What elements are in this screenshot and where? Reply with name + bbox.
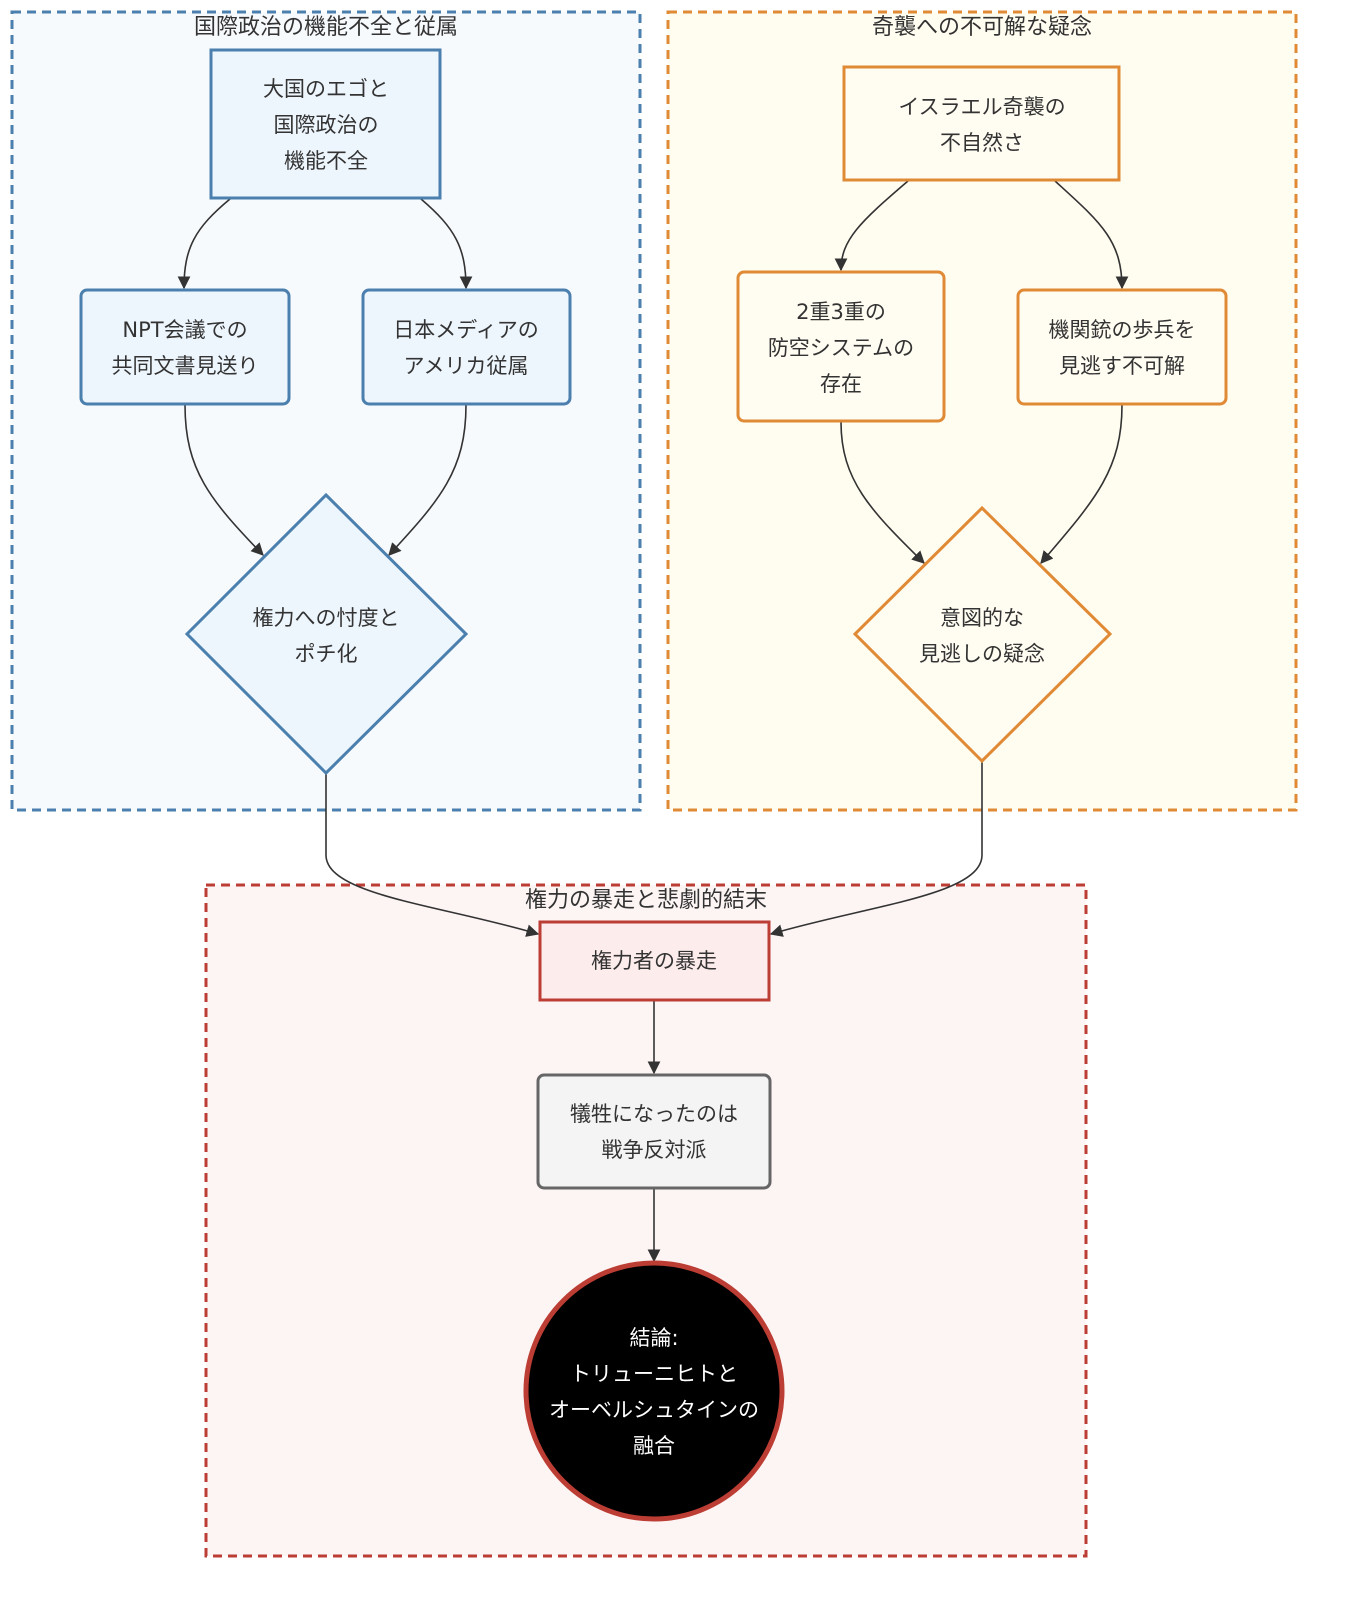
node-k-line: 結論: (629, 1326, 679, 1350)
node-i-line: 権力者の暴走 (591, 949, 717, 973)
node-d-label: 権力への忖度と ポチ化 (253, 600, 400, 672)
node-k-label: 結論: トリューニヒトと オーベルシュタインの 融合 (549, 1320, 759, 1464)
node-f-line: 防空システムの (767, 336, 915, 360)
node-g-line: 見逃す不可解 (1059, 354, 1185, 378)
node-j-line: 犠牲になったのは (570, 1102, 738, 1126)
node-f-line: 2重3重の (796, 300, 886, 324)
edge-e-to-g (1054, 180, 1129, 290)
node-f-shape[interactable] (736, 270, 946, 423)
node-b-label: NPT会議での 共同文書見送り (112, 312, 259, 384)
cluster-dysfunction-title: 国際政治の機能不全と従属 (193, 15, 459, 40)
node-j-line: 戦争反対派 (601, 1138, 707, 1162)
node-f-line: 存在 (820, 372, 862, 396)
edge-f-to-h (840, 421, 925, 564)
edge-c-to-d (388, 404, 467, 556)
node-k-line: トリューニヒトと (570, 1362, 738, 1386)
edge-a-to-c (420, 198, 473, 290)
node-a-line: 機能不全 (284, 149, 368, 173)
edges-layer (177, 180, 1129, 1263)
node-d-line: ポチ化 (294, 642, 358, 666)
node-d-line: 権力への忖度と (252, 606, 400, 630)
edge-d-to-i (325, 774, 540, 937)
node-b-line: NPT会議での (122, 318, 248, 342)
cluster-suspicion-title: 奇襲への不可解な疑念 (871, 15, 1093, 40)
node-e-shape[interactable] (842, 65, 1121, 182)
node-a-line: 大国のエゴと (263, 77, 389, 101)
node-c-label: 日本メディアの アメリカ従属 (393, 312, 539, 384)
node-f-label: 2重3重の 防空システムの 存在 (768, 294, 914, 402)
node-b-shape[interactable] (79, 288, 291, 406)
edge-h-to-i (769, 762, 983, 937)
node-g-shape[interactable] (1016, 288, 1228, 406)
edge-g-to-h (1040, 404, 1123, 564)
edge-e-to-f (834, 180, 909, 272)
node-c-line: 日本メディアの (393, 318, 539, 342)
node-e-line: イスラエル奇襲の (898, 95, 1066, 119)
node-c-line: アメリカ従属 (403, 354, 529, 378)
cluster-tragedy-title: 権力の暴走と悲劇的結末 (524, 888, 768, 913)
node-e-line: 不自然さ (940, 131, 1024, 155)
node-c-shape[interactable] (361, 288, 572, 406)
node-j-label: 犠牲になったのは 戦争反対派 (570, 1096, 738, 1168)
node-g-label: 機関銃の歩兵を 見逃す不可解 (1049, 312, 1196, 384)
node-g-line: 機関銃の歩兵を (1048, 318, 1196, 342)
node-b-line: 共同文書見送り (111, 354, 259, 378)
node-k-line: 融合 (633, 1434, 675, 1458)
node-h-line: 意図的な (940, 606, 1024, 630)
node-d-shape[interactable] (184, 492, 469, 776)
node-a-line: 国際政治の (273, 113, 379, 137)
node-h-line: 見逃しの疑念 (919, 642, 1045, 666)
node-k-line: オーベルシュタインの (549, 1398, 759, 1422)
node-j-shape[interactable] (536, 1073, 772, 1190)
edge-b-to-d (184, 404, 264, 556)
node-a-shape[interactable] (209, 48, 442, 200)
edge-a-to-b (177, 198, 231, 290)
node-i-label: 権力者の暴走 (591, 943, 717, 979)
node-h-shape[interactable] (852, 505, 1113, 764)
node-e-label: イスラエル奇襲の 不自然さ (898, 89, 1065, 161)
node-i-shape[interactable] (538, 920, 771, 1002)
node-h-label: 意図的な 見逃しの疑念 (919, 600, 1045, 672)
node-k-shape[interactable] (523, 1260, 785, 1522)
node-a-label: 大国のエゴと 国際政治の 機能不全 (263, 71, 389, 179)
